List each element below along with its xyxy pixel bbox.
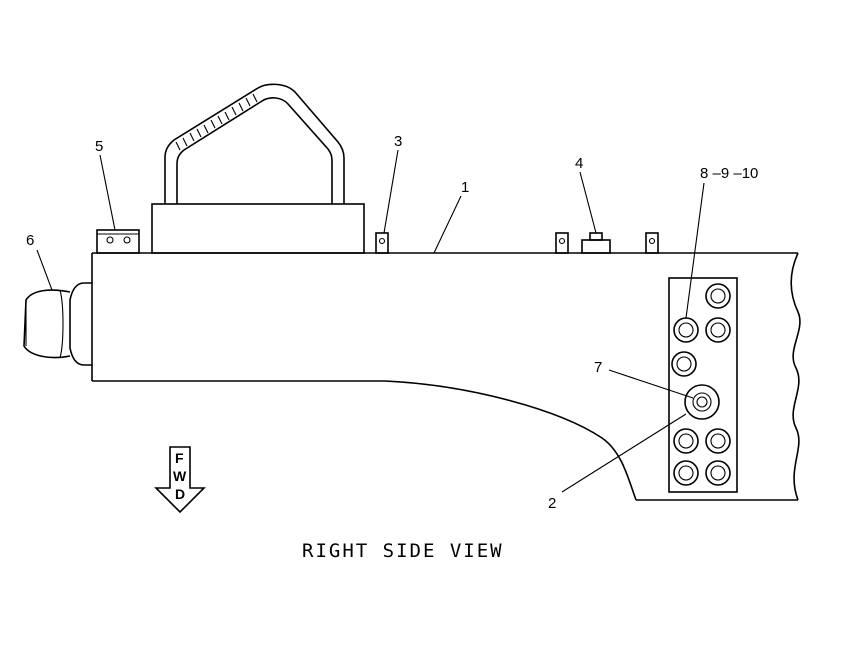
callout-5: 5 — [95, 138, 103, 155]
bolt-plate — [668, 277, 738, 493]
callout-2: 2 — [548, 495, 556, 512]
callout-1: 1 — [461, 179, 469, 196]
forward-arrow-icon: F W D — [154, 446, 206, 514]
knob — [23, 282, 92, 366]
fwd-letter-d: D — [175, 486, 185, 502]
callout-7: 7 — [594, 359, 602, 376]
fwd-letter-w: W — [173, 468, 187, 484]
callout-6: 6 — [26, 232, 34, 249]
mounted-box — [151, 83, 365, 254]
callout-3: 3 — [394, 133, 402, 150]
callout-8-9-10: 8 –9 –10 — [700, 165, 758, 182]
callout-labels: 1 3 4 5 6 7 2 8 –9 –10 — [26, 133, 758, 512]
leader-lines — [36, 149, 705, 493]
clip-brackets — [96, 229, 659, 254]
callout-4: 4 — [575, 155, 583, 172]
view-title: RIGHT SIDE VIEW — [302, 540, 504, 562]
fwd-letter-f: F — [175, 450, 184, 466]
